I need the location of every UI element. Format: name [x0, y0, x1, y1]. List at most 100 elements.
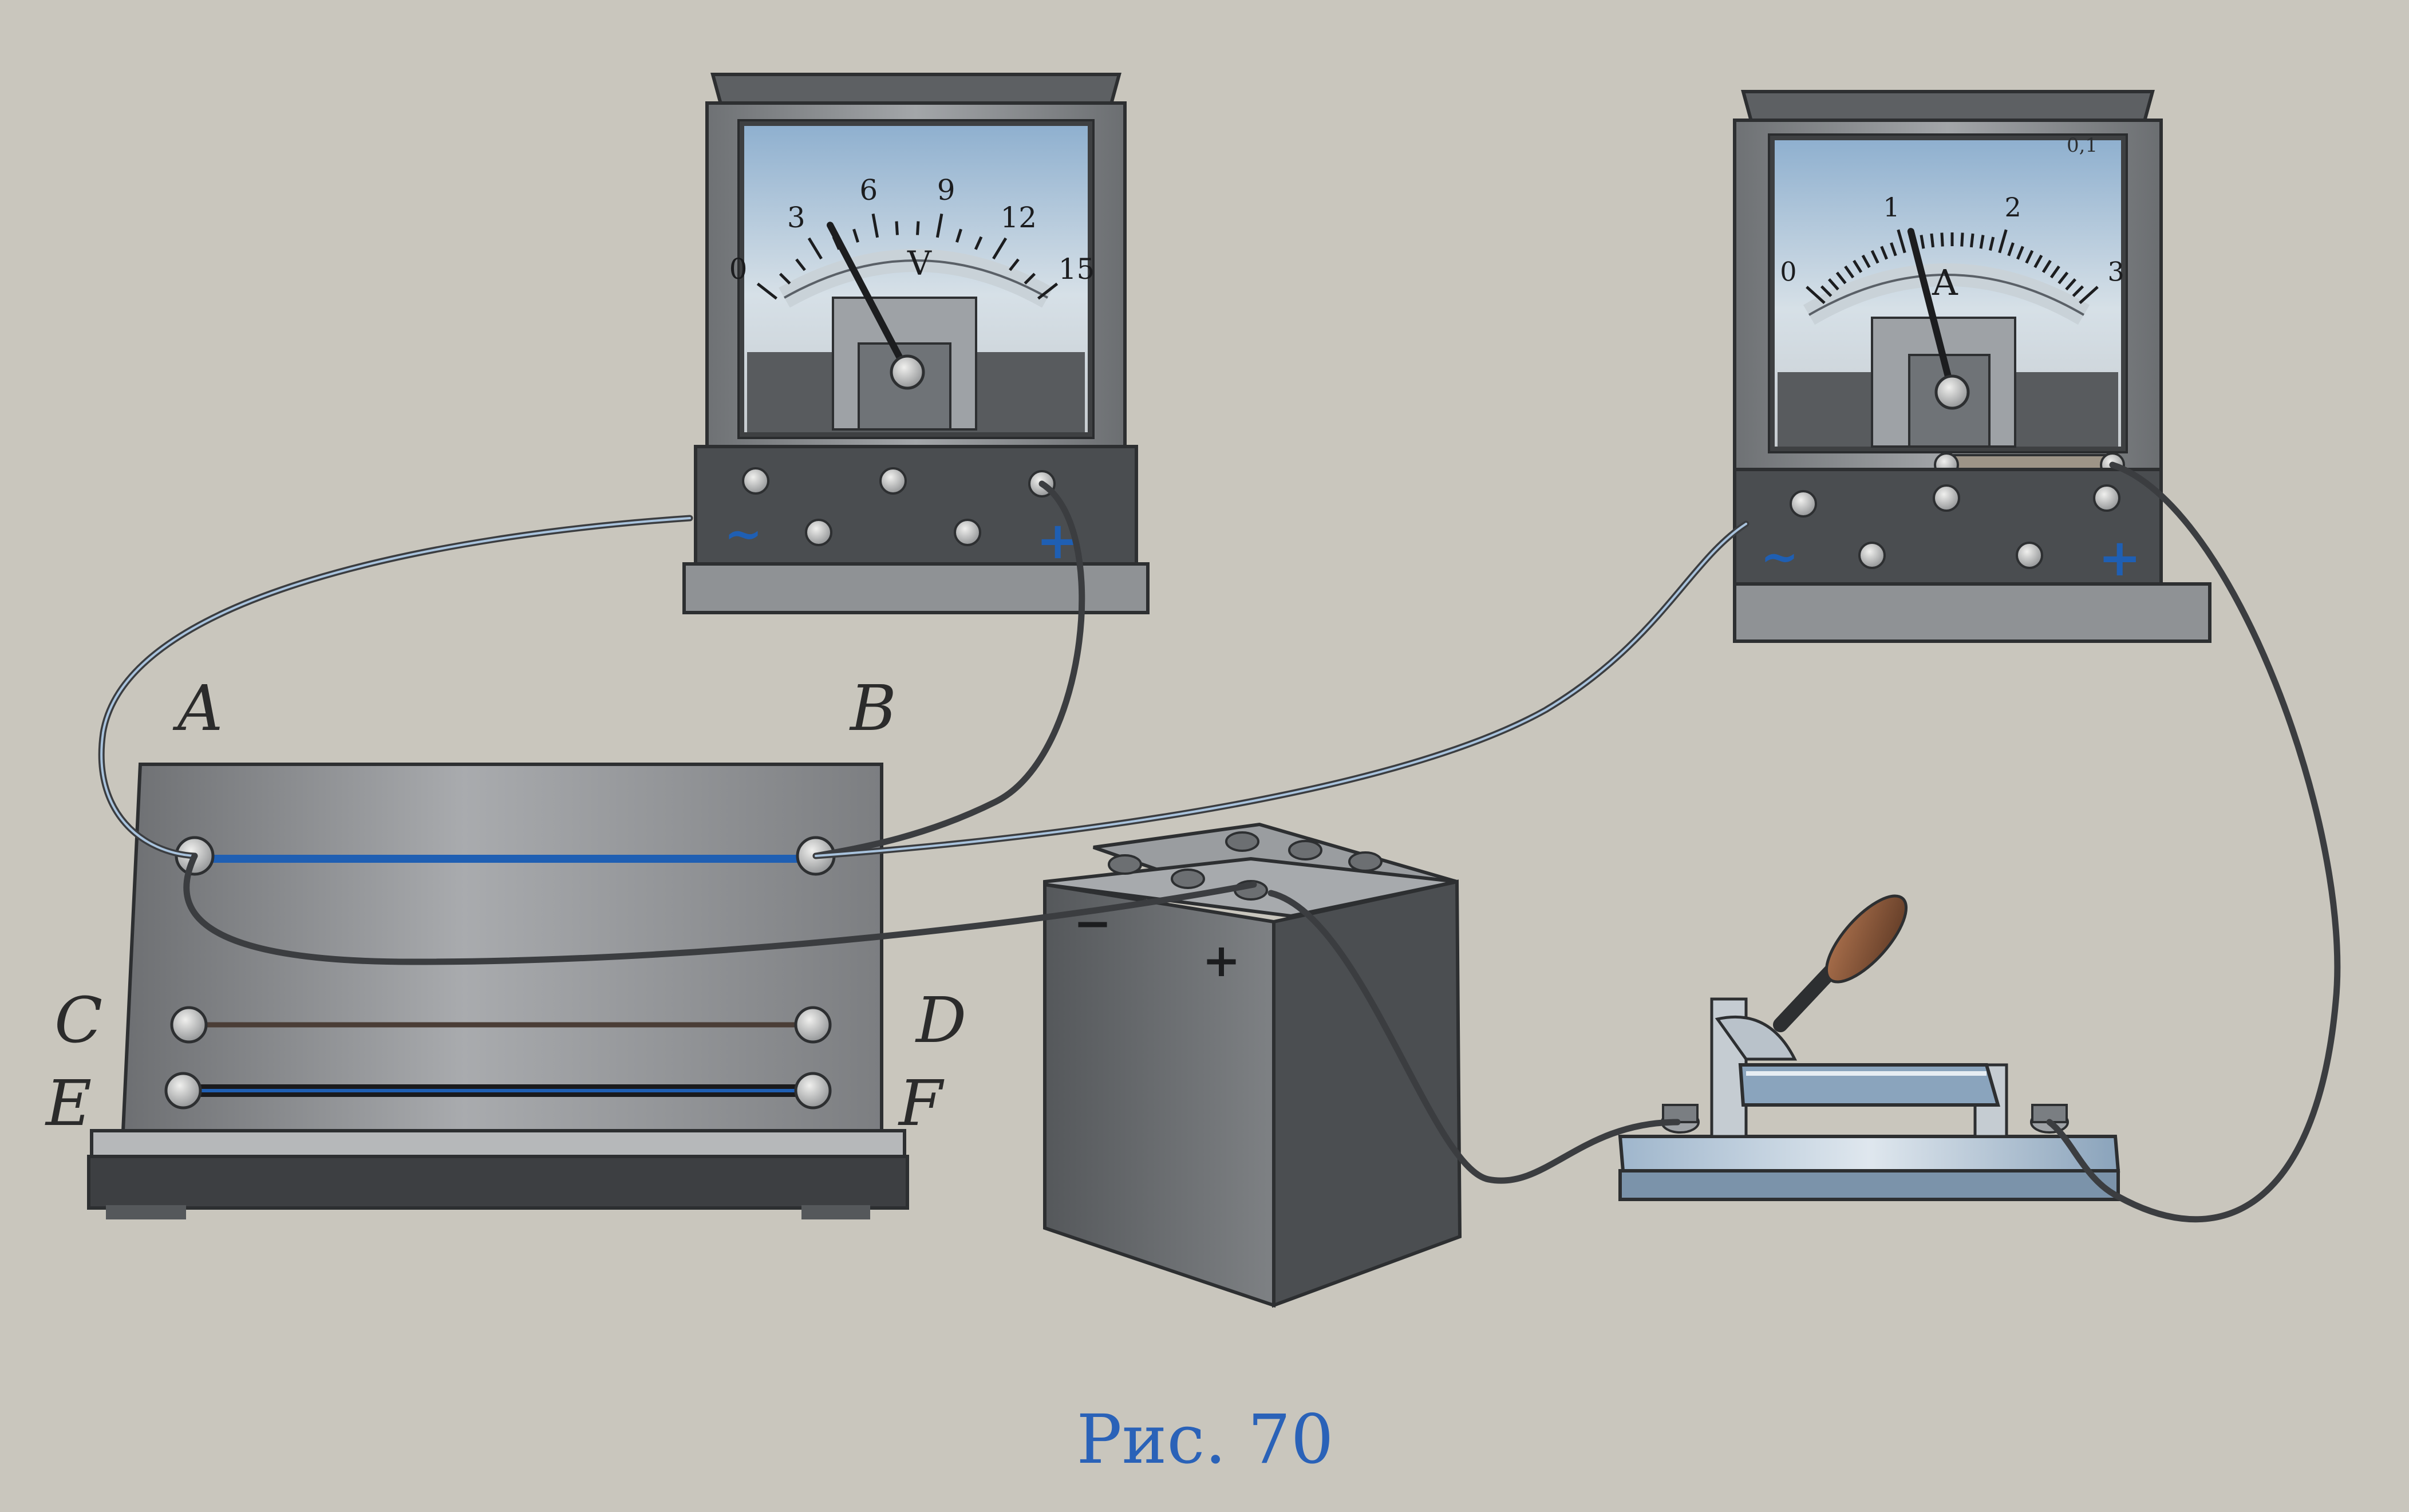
scale-tick [2016, 246, 2024, 260]
scale-tick [779, 273, 791, 285]
scale-tick [2025, 250, 2034, 264]
voltmeter-scale-labels: 0 3 6 9 12 15 [729, 173, 1095, 286]
scale-tick [1920, 235, 1925, 249]
voltmeter-terminal[interactable] [879, 467, 907, 495]
scale-label: 2 [2004, 192, 2021, 223]
battery-cap[interactable] [1108, 854, 1142, 875]
scale-label: 12 [1000, 201, 1037, 234]
knife-switch[interactable] [1618, 884, 2120, 1201]
battery-cap[interactable] [1348, 851, 1383, 872]
terminal-f-label: F [898, 1067, 945, 1140]
voltmeter-terminal[interactable] [805, 519, 832, 546]
scale-tick [807, 237, 823, 260]
voltmeter-terminal[interactable] [954, 519, 981, 546]
scale-tick [1870, 250, 1879, 264]
wire-board [87, 763, 909, 1219]
scale-tick [2072, 285, 2084, 297]
connecting-wires [98, 461, 2341, 1223]
ammeter-corner-mark: 0,1 [2067, 134, 2098, 157]
battery-cap[interactable] [1225, 831, 1259, 852]
scale-tick [1989, 236, 1995, 251]
scale-label: 0 [1780, 256, 1796, 287]
scale-tick [756, 282, 778, 300]
terminal-c-label: C [54, 984, 102, 1057]
scale-tick [871, 214, 879, 238]
ammeter-terminal[interactable] [2093, 484, 2120, 512]
voltmeter-needle [827, 222, 911, 376]
scale-tick [955, 228, 962, 243]
scale-tick [1861, 254, 1871, 269]
scale-tick [1037, 282, 1059, 300]
figure-caption: Рис. 70 [1076, 1400, 1333, 1479]
ammeter-unit-label: A [1932, 262, 1958, 303]
scale-label: 0 [729, 252, 748, 286]
battery-cap[interactable] [1288, 840, 1322, 860]
wire-voltmeter-plus-to-b [812, 480, 1085, 859]
scale-label: 9 [937, 173, 955, 207]
scale-tick [2065, 278, 2076, 291]
ammeter-terminal[interactable] [1858, 542, 1886, 569]
ammeter-scale-labels: 0 1 2 3 [1780, 192, 2124, 287]
scale-tick [2057, 271, 2069, 285]
scale-tick [1890, 242, 1897, 256]
scale-tick [2007, 242, 2015, 256]
voltmeter-unit-label: V [907, 244, 932, 283]
voltmeter-terminal[interactable] [742, 467, 769, 495]
scale-tick [2079, 286, 2099, 305]
scale-tick [2033, 254, 2043, 269]
scale-label: 6 [859, 173, 878, 207]
ammeter-plus-sign: + [2098, 527, 2141, 588]
scale-tick [992, 237, 1008, 260]
ammeter-terminal[interactable] [1790, 490, 1817, 518]
battery-minus-sign: − [1073, 896, 1112, 950]
ammeter-needle [1907, 228, 1956, 396]
scale-tick [1820, 285, 1833, 297]
scale-tick [2049, 265, 2060, 279]
terminal-d[interactable] [794, 1006, 832, 1044]
scale-label: 1 [1883, 192, 1899, 223]
terminal-d-label: D [915, 984, 966, 1057]
scale-tick [1024, 273, 1036, 285]
scale-tick [852, 228, 859, 243]
terminal-f[interactable] [794, 1072, 832, 1110]
scale-label: 15 [1059, 252, 1095, 286]
scale-tick [935, 214, 943, 238]
scale-tick [1828, 278, 1839, 291]
scale-tick [2041, 259, 2052, 273]
scale-tick [1969, 233, 1974, 248]
ammeter-terminal[interactable] [2016, 542, 2043, 569]
scale-tick [974, 236, 983, 250]
wire-a-to-battery [183, 852, 1257, 965]
scale-tick [1009, 258, 1020, 271]
terminal-c[interactable] [170, 1006, 208, 1044]
scale-tick [1880, 246, 1888, 260]
terminal-b-label: B [849, 672, 897, 745]
battery: − + [1043, 822, 1462, 1308]
scale-tick [1930, 233, 1935, 248]
wire-battery-to-switch [1267, 890, 1681, 1184]
scale-tick [795, 258, 806, 271]
scale-label: 3 [2107, 256, 2124, 287]
scale-tick [1835, 271, 1847, 285]
battery-cap[interactable] [1171, 868, 1205, 889]
battery-plus-sign: + [1202, 933, 1241, 987]
terminal-e-label: E [45, 1067, 92, 1140]
scale-label: 3 [787, 201, 805, 234]
ammeter: 0 1 2 3 A 0,1 ~ + [1733, 90, 2211, 643]
scale-tick [1844, 265, 1855, 279]
scale-tick [1897, 229, 1906, 254]
switch-handle[interactable] [1814, 884, 1919, 994]
scale-tick [1979, 235, 1985, 249]
scale-tick [1806, 286, 1826, 305]
terminal-a-label: A [172, 672, 223, 745]
ammeter-scale-ticks [1806, 229, 2099, 305]
wire-ammeter-to-switch [2046, 461, 2341, 1223]
terminal-e[interactable] [164, 1072, 202, 1110]
scale-tick [1998, 229, 2008, 254]
ammeter-terminal[interactable] [1933, 484, 1960, 512]
voltmeter-minus-sign: ~ [724, 507, 763, 560]
scale-tick [1853, 259, 1863, 273]
ammeter-minus-sign: ~ [1760, 530, 1799, 583]
